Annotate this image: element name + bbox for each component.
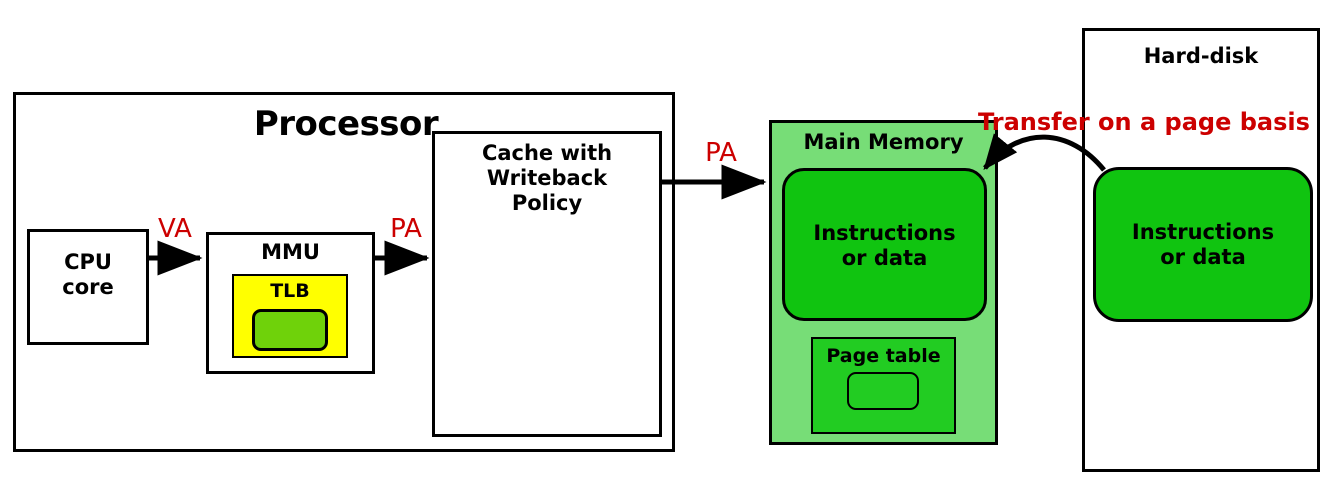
cache-label: Cache with Writeback Policy xyxy=(481,141,613,215)
cache-box[interactable] xyxy=(432,131,662,437)
page-table-label: Page table xyxy=(826,345,941,367)
pa-cache-memory-arrow-label: PA xyxy=(705,138,737,168)
hard-disk-title: Hard-disk xyxy=(1143,44,1259,68)
tlb-label: TLB xyxy=(270,280,310,302)
hard-disk-instructions-label: Instructions or data xyxy=(1131,220,1275,269)
tlb-entry-block xyxy=(252,309,328,351)
main-memory-instructions-label: Instructions or data xyxy=(813,221,956,270)
transfer-on-page-basis-label: Transfer on a page basis xyxy=(978,108,1310,136)
main-memory-instructions-block xyxy=(782,168,987,321)
main-memory-title: Main Memory xyxy=(803,130,964,154)
page-table-entry-block xyxy=(847,372,919,410)
processor-title: Processor xyxy=(253,104,439,144)
pa-mmu-cache-arrow-label: PA xyxy=(390,214,422,244)
cpu-core-box[interactable] xyxy=(27,229,149,345)
page-table-box[interactable] xyxy=(811,337,956,434)
hard-disk-instructions-block xyxy=(1093,167,1313,322)
cpu-core-label: CPU core xyxy=(62,250,114,299)
mmu-label: MMU xyxy=(261,240,320,264)
va-arrow-label: VA xyxy=(158,214,192,244)
